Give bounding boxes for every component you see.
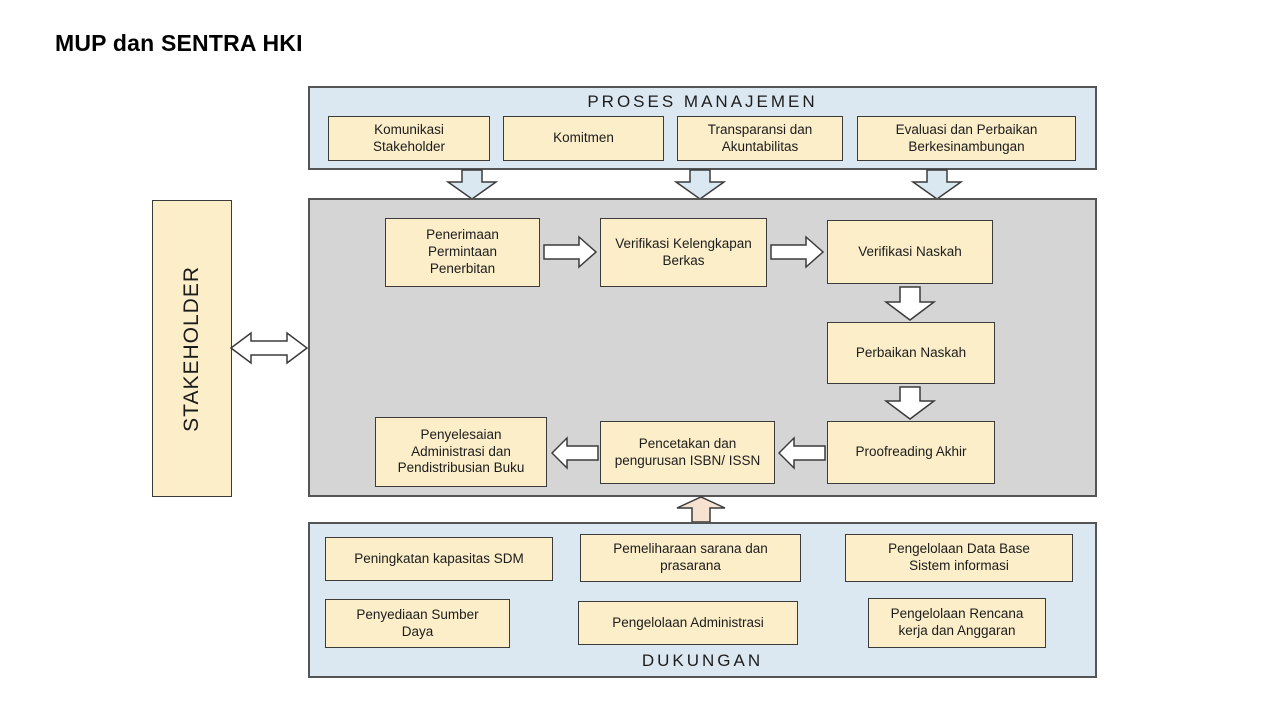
management-box-transparansi: Transparansi dan Akuntabilitas xyxy=(677,116,843,161)
double-arrow-icon xyxy=(230,330,308,366)
core-box-perbaikan-naskah: Perbaikan Naskah xyxy=(827,322,995,384)
support-box-rencana-anggaran: Pengelolaan Rencana kerja dan Anggaran xyxy=(868,598,1046,648)
down-arrow-icon xyxy=(444,169,500,200)
core-box-verifikasi-naskah: Verifikasi Naskah xyxy=(827,220,993,284)
support-box-administrasi: Pengelolaan Administrasi xyxy=(578,601,798,645)
left-arrow-icon xyxy=(778,436,826,470)
support-box-pemeliharaan-sarana: Pemeliharaan sarana dan prasarana xyxy=(580,534,801,582)
support-section-title: DUKUNGAN xyxy=(641,651,764,670)
management-section-title: PROSES MANAJEMEN xyxy=(587,92,818,111)
management-box-komitmen: Komitmen xyxy=(503,116,664,161)
stakeholder-box: STAKEHOLDER xyxy=(152,200,232,497)
management-box-komunikasi-stakeholder: Komunikasi Stakeholder xyxy=(328,116,490,161)
core-box-verifikasi-berkas: Verifikasi Kelengkapan Berkas xyxy=(600,218,767,287)
down-arrow-icon xyxy=(882,286,938,321)
stakeholder-label: STAKEHOLDER xyxy=(180,265,203,432)
down-arrow-icon xyxy=(882,386,938,420)
right-arrow-icon xyxy=(770,235,825,269)
core-box-proofreading: Proofreading Akhir xyxy=(827,421,995,484)
left-arrow-icon xyxy=(551,436,599,470)
support-box-sumber-daya: Penyediaan Sumber Daya xyxy=(325,599,510,648)
management-box-evaluasi: Evaluasi dan Perbaikan Berkesinambungan xyxy=(857,116,1076,161)
down-arrow-icon xyxy=(672,169,728,200)
right-arrow-icon xyxy=(543,235,598,269)
up-arrow-icon xyxy=(672,496,730,523)
core-box-pencetakan-isbn: Pencetakan dan pengurusan ISBN/ ISSN xyxy=(600,421,775,484)
down-arrow-icon xyxy=(909,169,965,200)
core-box-penerimaan: Penerimaan Permintaan Penerbitan xyxy=(385,218,540,287)
support-box-database: Pengelolaan Data Base Sistem informasi xyxy=(845,534,1073,582)
support-box-peningkatan-sdm: Peningkatan kapasitas SDM xyxy=(325,537,553,581)
page-title: MUP dan SENTRA HKI xyxy=(55,30,303,56)
core-box-penyelesaian: Penyelesaian Administrasi dan Pendistrib… xyxy=(375,417,547,487)
